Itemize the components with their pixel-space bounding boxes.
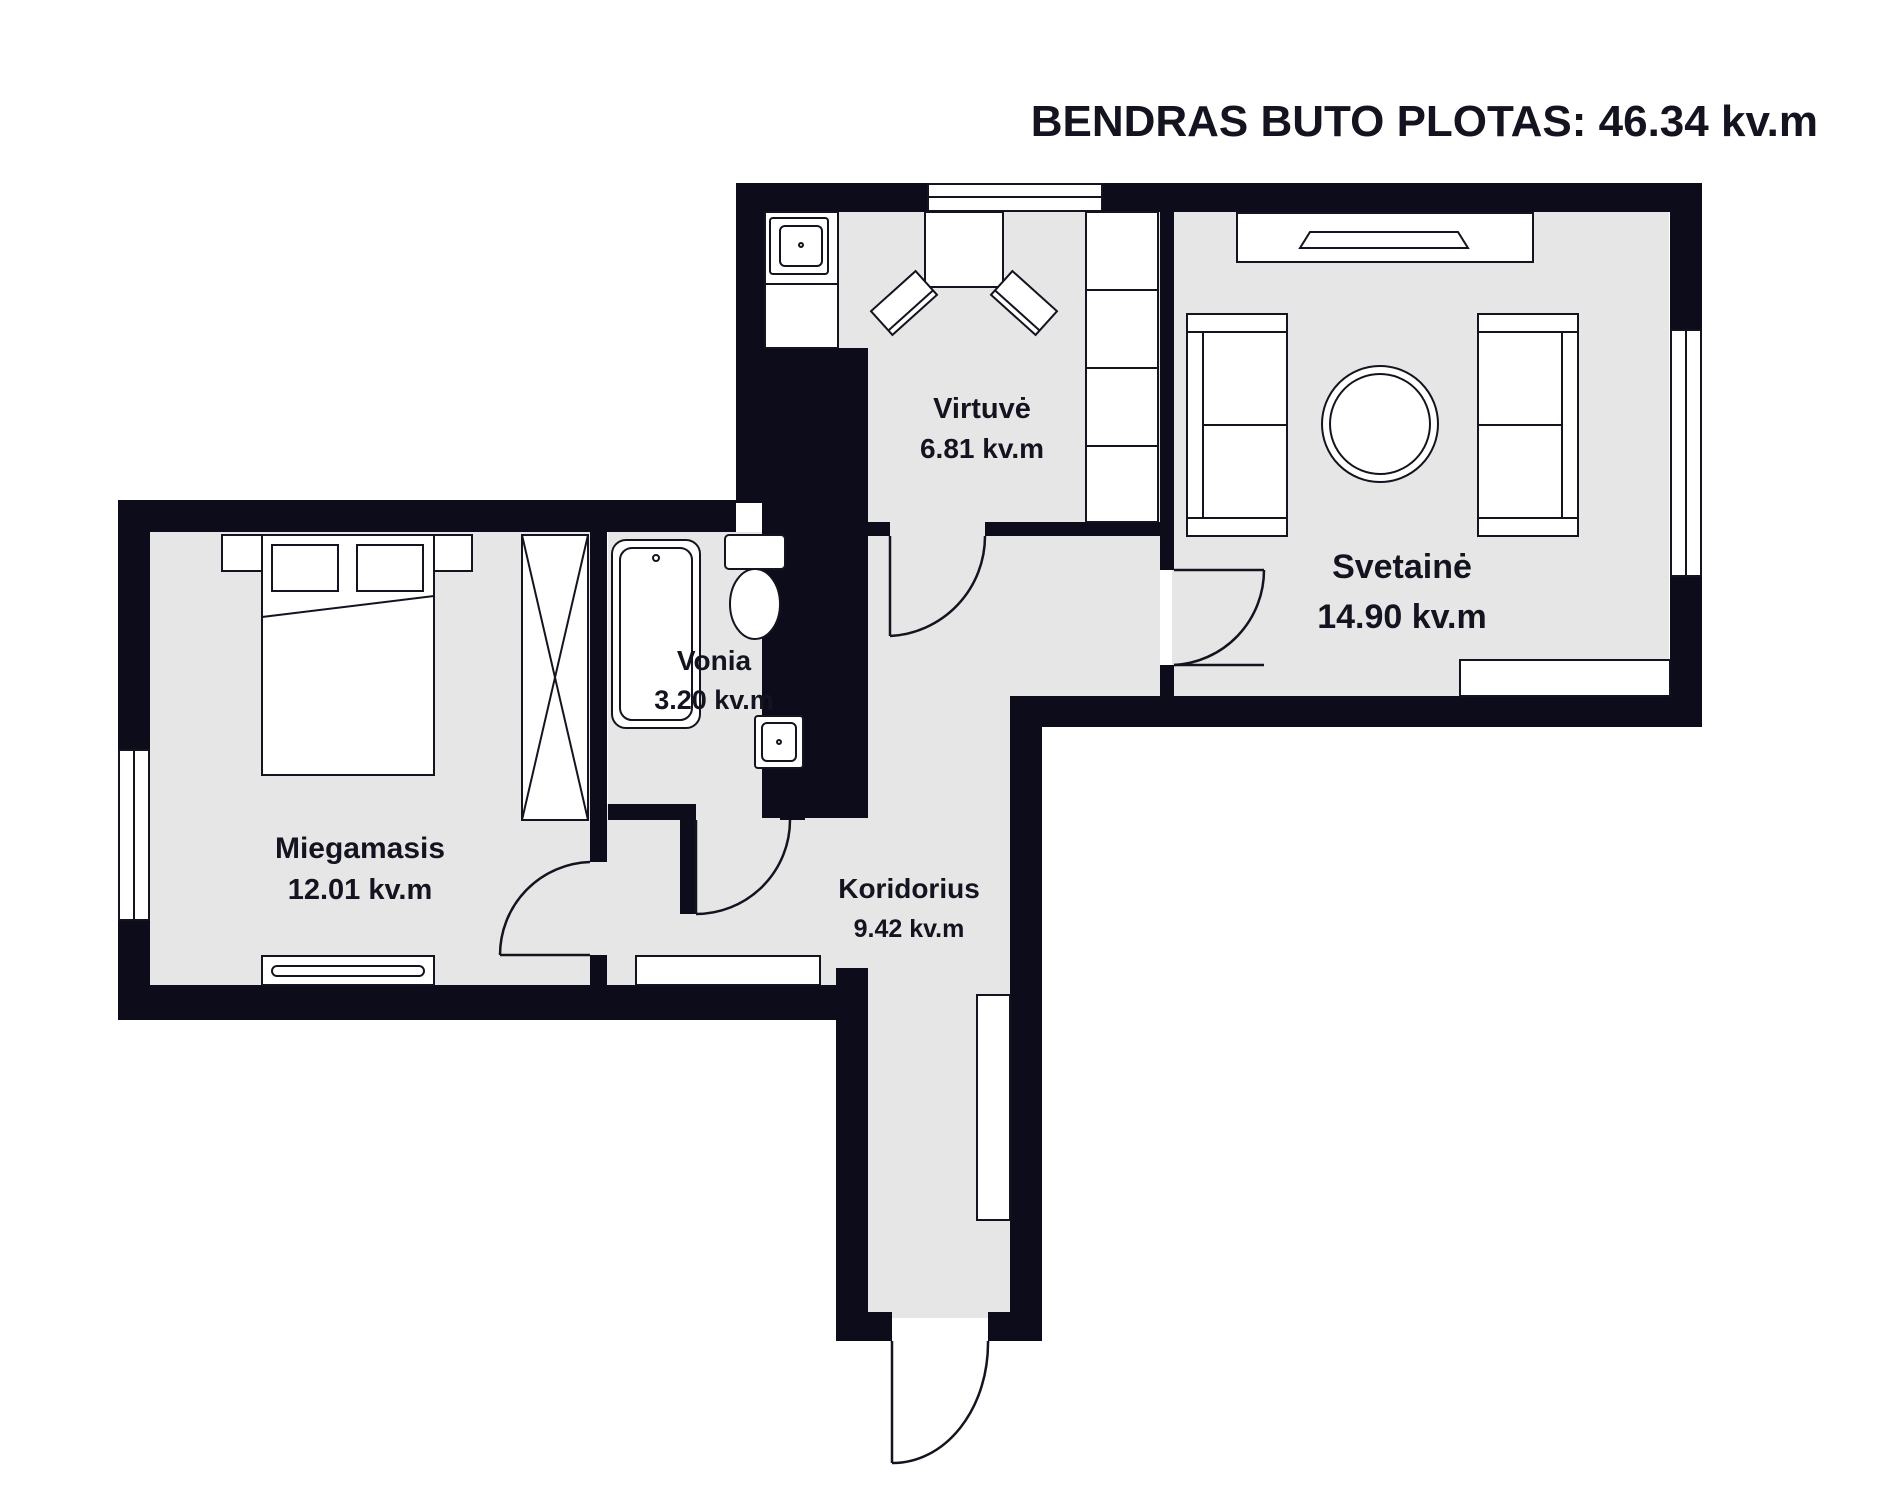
chair-icon (869, 269, 939, 337)
doors (498, 535, 1266, 1465)
wall (985, 522, 1160, 536)
wall (1010, 696, 1702, 727)
bed-blanket (261, 595, 435, 618)
bathtub-inner (619, 547, 693, 721)
room-area-koridorius: 9.42 kv.m (854, 915, 965, 943)
wall (1160, 665, 1174, 700)
sofa-right (1477, 313, 1579, 537)
wall (988, 1312, 1012, 1341)
wall (590, 532, 607, 862)
wall (836, 968, 868, 1341)
wall (118, 500, 736, 532)
bath-sink-drain (776, 739, 782, 745)
wall (1102, 183, 1702, 212)
wall (118, 500, 150, 750)
room-name-vonia: Vonia (677, 645, 752, 676)
corridor-shelf (635, 955, 821, 986)
living-cabinet (1459, 659, 1671, 697)
sink-drain (798, 242, 804, 248)
room-area-svetaine: 14.90 kv.m (1317, 598, 1487, 636)
furniture (221, 211, 1671, 1221)
door-living-swing (1173, 569, 1266, 667)
door-kitchen-swing (889, 535, 987, 638)
room-name-koridorius: Koridorius (838, 873, 980, 904)
toilet-icon (729, 568, 781, 640)
wall (680, 804, 696, 914)
pillow (356, 544, 424, 592)
room-area-miegamasis: 12.01 kv.m (288, 874, 433, 906)
room-name-virtuve: Virtuvė (933, 393, 1031, 425)
pillow (271, 544, 339, 592)
corridor-wardrobe (976, 994, 1011, 1221)
wall (608, 804, 696, 820)
door-entrance-swing (891, 1340, 990, 1465)
windows (118, 183, 1702, 921)
toilet-tank (724, 534, 786, 570)
walls (118, 183, 1702, 1341)
bathtub-drain (652, 554, 660, 562)
floor-corridor (597, 532, 1160, 1318)
tv-icon (1298, 231, 1470, 249)
door-bedroom-swing (498, 860, 591, 956)
room-name-miegamasis: Miegamasis (275, 832, 445, 865)
kitchen-table (924, 211, 1004, 288)
wall (1160, 183, 1174, 570)
wall (1670, 183, 1702, 330)
wall (590, 955, 607, 990)
chair-icon (989, 269, 1059, 337)
wall (780, 804, 805, 820)
door-bath-swing (695, 819, 792, 916)
room-labels: Virtuvė 6.81 kv.m Svetainė 14.90 kv.m Vo… (275, 393, 1487, 943)
room-name-svetaine: Svetainė (1332, 548, 1472, 586)
coffee-table-inner (1329, 373, 1431, 475)
room-area-vonia: 3.20 kv.m (654, 685, 774, 715)
wardrobe-cross (521, 534, 589, 821)
wall (118, 985, 868, 1020)
wall (868, 1312, 892, 1341)
dresser-inner (271, 965, 425, 977)
sofa-left (1186, 313, 1288, 537)
wall (1010, 696, 1042, 1341)
wall (736, 183, 765, 503)
wall (736, 183, 928, 212)
total-area-title: BENDRAS BUTO PLOTAS: 46.34 kv.m (1031, 97, 1818, 146)
wall (868, 522, 890, 536)
room-area-virtuve: 6.81 kv.m (920, 433, 1044, 464)
